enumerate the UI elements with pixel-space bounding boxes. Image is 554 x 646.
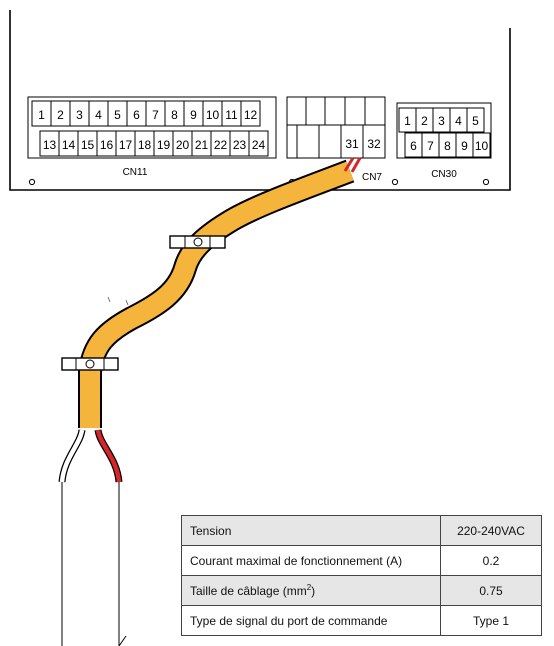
- spec-label: Taille de câblage (mm2): [181, 575, 441, 606]
- spec-value: 0.75: [440, 575, 542, 606]
- cn30-pin-label: 9: [461, 139, 468, 153]
- cn11-pin-label: 12: [244, 108, 258, 122]
- cn30-pin-label: 6: [410, 139, 417, 153]
- cn11-pin-label: 17: [119, 138, 133, 152]
- mount-hole: [391, 178, 399, 186]
- spec-value: 220-240VAC: [440, 515, 542, 546]
- guide-mark: [107, 296, 111, 303]
- cn11-pin-label: 13: [43, 138, 57, 152]
- cn7-live-wire: [350, 157, 362, 173]
- cn30-pin-label: 8: [444, 139, 451, 153]
- cable-clip: [169, 235, 226, 249]
- spec-row: Type de signal du port de commande Type …: [181, 605, 542, 636]
- spec-value: 0.2: [440, 545, 542, 576]
- cn7-pin-label: 31: [345, 137, 359, 151]
- spec-label-superscript: 2: [306, 583, 312, 592]
- neutral-wire: [59, 429, 85, 483]
- cn30-label: CN30: [431, 169, 457, 180]
- cn11-pin-label: 15: [81, 138, 95, 152]
- cn11-pin-label: 7: [152, 108, 159, 122]
- cn11-pin-label: 10: [206, 108, 220, 122]
- cn30-pin-label: 2: [421, 114, 428, 128]
- cn7-connector: 31 32: [286, 96, 386, 159]
- cn11-pin-cell: [240, 100, 261, 127]
- cable-clip: [61, 357, 119, 371]
- cn30-pin-cell: [466, 107, 485, 133]
- cn30-pin-label: 3: [438, 114, 445, 128]
- spec-label: Tension: [181, 515, 441, 546]
- cn11-pin-label: 4: [95, 108, 102, 122]
- mount-hole: [28, 178, 36, 186]
- cn30-pin-label: 7: [427, 139, 434, 153]
- cn7-label: CN7: [362, 172, 382, 183]
- spec-table: Tension 220-240VAC Courant maximal de fo…: [181, 515, 542, 636]
- spec-label: Type de signal du port de commande: [181, 605, 441, 636]
- lead-tick: [118, 635, 127, 646]
- cn11-pin-label: 8: [171, 108, 178, 122]
- live-wire: [95, 429, 122, 483]
- spec-row: Taille de câblage (mm2) 0.75: [181, 575, 542, 606]
- mount-hole: [482, 178, 490, 186]
- spec-row: Courant maximal de fonctionnement (A) 0.…: [181, 545, 542, 576]
- cn30-pin-label: 5: [472, 114, 479, 128]
- cn11-pin-label: 22: [214, 138, 228, 152]
- cn11-pin-label: 2: [57, 108, 64, 122]
- cn11-pin-label: 14: [62, 138, 76, 152]
- cable-sheath: [78, 159, 355, 428]
- cn7-pin-label: 32: [367, 137, 381, 151]
- spec-label: Courant maximal de fonctionnement (A): [181, 545, 441, 576]
- cn11-pin-label: 19: [157, 138, 171, 152]
- cn11-pin-label: 20: [176, 138, 190, 152]
- cn11-pin-label: 5: [114, 108, 121, 122]
- control-board-outline: [9, 10, 511, 191]
- guide-mark: [125, 299, 129, 306]
- spec-label-text: Taille de câblage (mm: [190, 584, 307, 598]
- spec-label-suffix: ): [311, 584, 316, 598]
- cn11-pin-label: 6: [133, 108, 140, 122]
- spec-row: Tension 220-240VAC: [181, 515, 542, 546]
- cn11-pin-label: 24: [252, 138, 266, 152]
- cn30-pin-label: 4: [455, 114, 462, 128]
- cn11-pin-label: 3: [76, 108, 83, 122]
- cn11-pin-label: 9: [190, 108, 197, 122]
- cn30-pin-label: 10: [475, 139, 489, 153]
- spec-value: Type 1: [440, 605, 542, 636]
- cn30-pin-cell: [472, 132, 491, 158]
- cn11-pin-label: 18: [138, 138, 152, 152]
- cn11-pin-label: 11: [225, 108, 238, 122]
- cn7-live-wire: [343, 157, 355, 172]
- cn11-pin-label: 1: [38, 108, 45, 122]
- cn11-pin-cell: [248, 130, 269, 157]
- cn11-pin-label: 23: [233, 138, 247, 152]
- cn11-pin-label: 16: [100, 138, 114, 152]
- cn11-pin-label: 21: [195, 138, 209, 152]
- cn11-label: CN11: [123, 167, 148, 178]
- cn30-pin-label: 1: [404, 114, 411, 128]
